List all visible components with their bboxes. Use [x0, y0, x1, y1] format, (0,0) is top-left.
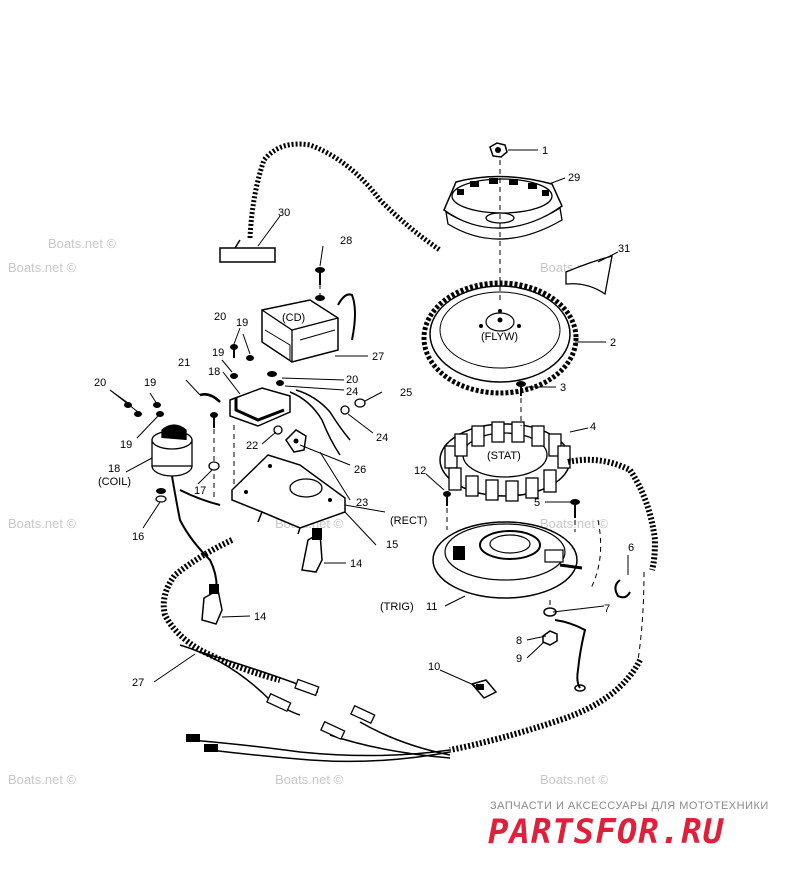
part-number: 24 — [376, 432, 388, 444]
part-number: 19 — [144, 377, 156, 389]
part-number: 25 — [400, 387, 412, 399]
clip-part-6 — [614, 579, 631, 599]
part-number: 19 — [236, 317, 248, 329]
watermark: Boats.net © — [8, 516, 77, 531]
part-number: 8 — [516, 635, 522, 647]
part-number: 7 — [604, 603, 610, 615]
coil-part-18 — [151, 424, 221, 601]
part-number: 27 — [372, 351, 384, 363]
part-number: 29 — [568, 172, 580, 184]
spark-plug-boot-14a — [301, 528, 323, 573]
part-number: 4 — [590, 421, 596, 433]
part-number: 28 — [340, 235, 352, 247]
screw-part-5 — [570, 499, 580, 518]
part-number: 20 — [94, 377, 106, 389]
part-number: 2 — [610, 337, 616, 349]
stator-part-4: (STAT) — [439, 421, 659, 571]
flywheel-label: (FLYW) — [481, 331, 518, 343]
screw-part-28 — [315, 267, 325, 301]
part-number: 30 — [278, 207, 290, 219]
watermark: Boats.net © — [540, 772, 609, 787]
cd-label: (CD) — [282, 312, 305, 324]
part-number: 21 — [178, 357, 190, 369]
stator-label: (STAT) — [487, 450, 521, 462]
screw-part-3 — [516, 381, 526, 396]
part-number: 16 — [132, 531, 144, 543]
leader-lines — [109, 149, 629, 687]
assembly-guide-lines — [213, 160, 645, 661]
screw-part-12 — [443, 491, 451, 506]
watermark: Boats.net © — [48, 236, 117, 251]
part-number: 20 — [214, 311, 226, 323]
part-number: 5 — [534, 497, 540, 509]
part-number: 3 — [560, 382, 566, 394]
part-number: 20 — [346, 374, 358, 386]
part-number: 6 — [628, 542, 634, 554]
rectifier-part-23 — [199, 387, 351, 456]
part-number: 12 — [414, 465, 426, 477]
trigger-label: (TRIG) — [380, 601, 414, 613]
watermark-layer: Boats.net © Boats.net © Boats.net © Boat… — [8, 236, 609, 787]
part-number: 17 — [194, 485, 206, 497]
part-number: 10 — [428, 661, 440, 673]
watermark: Boats.net © — [540, 516, 609, 531]
cd-module: (CD) — [261, 293, 356, 363]
part-number: 14 — [254, 611, 266, 623]
clamp-part-10 — [470, 679, 498, 699]
part-number: 26 — [354, 464, 366, 476]
coil-label: (COIL) — [98, 476, 131, 488]
trigger-part-11 — [432, 521, 583, 599]
part-number: 19 — [212, 347, 224, 359]
flywheel-part-2: (FLYW) — [421, 280, 579, 396]
part-number: 11 — [426, 601, 437, 613]
part-number: 23 — [356, 497, 368, 509]
part-number: 18 — [108, 463, 120, 475]
harness-part-30 — [219, 141, 442, 263]
part-number: 24 — [346, 386, 358, 398]
part-number: 9 — [516, 653, 522, 665]
part-number: 19 — [120, 439, 132, 451]
flywheel-cover-part-29 — [443, 175, 563, 240]
decal-part-31 — [565, 255, 613, 296]
bracket-part-15 — [231, 454, 346, 535]
watermark: Boats.net © — [275, 772, 344, 787]
rectifier-label: (RECT) — [390, 515, 427, 527]
brand-logo: PARTSFOR.RU — [488, 812, 725, 852]
watermark: Boats.net © — [8, 260, 77, 275]
ground-wire-part-7 — [554, 619, 587, 692]
brand-tagline: ЗАПЧАСТИ И АКСЕССУАРЫ ДЛЯ МОТОТЕХНИКИ — [490, 800, 769, 812]
part-number: 31 — [618, 243, 630, 255]
harness-part-27 — [160, 537, 643, 763]
part-number-labels: 1 29 31 2 3 4 5 12 6 7 8 9 10 11 (TRIG) … — [94, 145, 634, 689]
part-number: 27 — [132, 677, 144, 689]
washer-nut-parts-8-9 — [542, 607, 558, 646]
part-number: 18 — [208, 366, 220, 378]
part-number: 15 — [386, 539, 398, 551]
nut-part-1 — [489, 142, 508, 158]
fasteners-cluster — [124, 344, 366, 503]
part-number: 22 — [246, 440, 258, 452]
part-number: 1 — [542, 145, 548, 157]
part-number: 14 — [350, 558, 362, 570]
watermark: Boats.net © — [8, 772, 77, 787]
spark-plug-boot-14b — [201, 584, 223, 625]
